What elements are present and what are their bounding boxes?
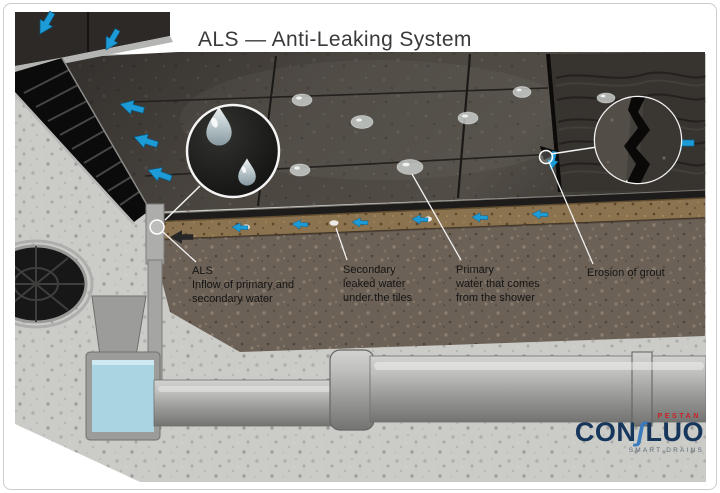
logo-pestan: PESTAN: [657, 413, 701, 420]
secondary-water-dot: [329, 220, 339, 226]
drain-body: [85, 203, 165, 441]
magnifier-als-detail: [149, 103, 281, 235]
screed-layer: [152, 217, 706, 352]
logo-confluo: CONʃLUO: [574, 417, 704, 447]
waste-pipe: [153, 349, 706, 431]
grout-crack-icon: [624, 97, 650, 183]
als-inflow-point: [149, 219, 165, 235]
label-secondary-water: Secondary leaked water under the tiles: [343, 264, 413, 305]
pipe-coupling: [631, 351, 653, 427]
logo-tagline: SMART DRAINS: [628, 446, 704, 454]
trap-water: [92, 360, 154, 432]
label-primary-water: Primary water that comes from the shower: [456, 264, 540, 305]
tile-cut-edge: [147, 189, 706, 222]
primary-water-droplet: [396, 159, 424, 175]
droplet-icon: [238, 158, 256, 186]
diagram-title: ALS — Anti-Leaking System: [198, 28, 472, 51]
label-als-inflow: ALS Inflow of primary and secondary wate…: [192, 265, 295, 306]
logo-confluo-left: CON: [574, 417, 637, 447]
brand-logo: PESTAN CONʃLUO SMART DRAINS: [575, 413, 704, 454]
point-drain-grate: [15, 239, 94, 329]
eroded-grout-joint: [546, 53, 562, 193]
erosion-point: [538, 149, 554, 165]
label-erosion-of-grout: Erosion of grout: [587, 267, 665, 279]
linear-drain-grate: [15, 57, 151, 225]
magnifier-grout-detail: [538, 95, 683, 185]
label-leader-lines: [162, 161, 594, 265]
pipe-socket-joint: [329, 349, 375, 431]
cutaway-edge: [15, 424, 140, 482]
logo-confluo-right: LUO: [645, 417, 704, 447]
droplet-icon: [206, 106, 232, 146]
surface-water-droplets: [243, 86, 616, 177]
logo-s-glyph: ʃ: [636, 417, 646, 447]
